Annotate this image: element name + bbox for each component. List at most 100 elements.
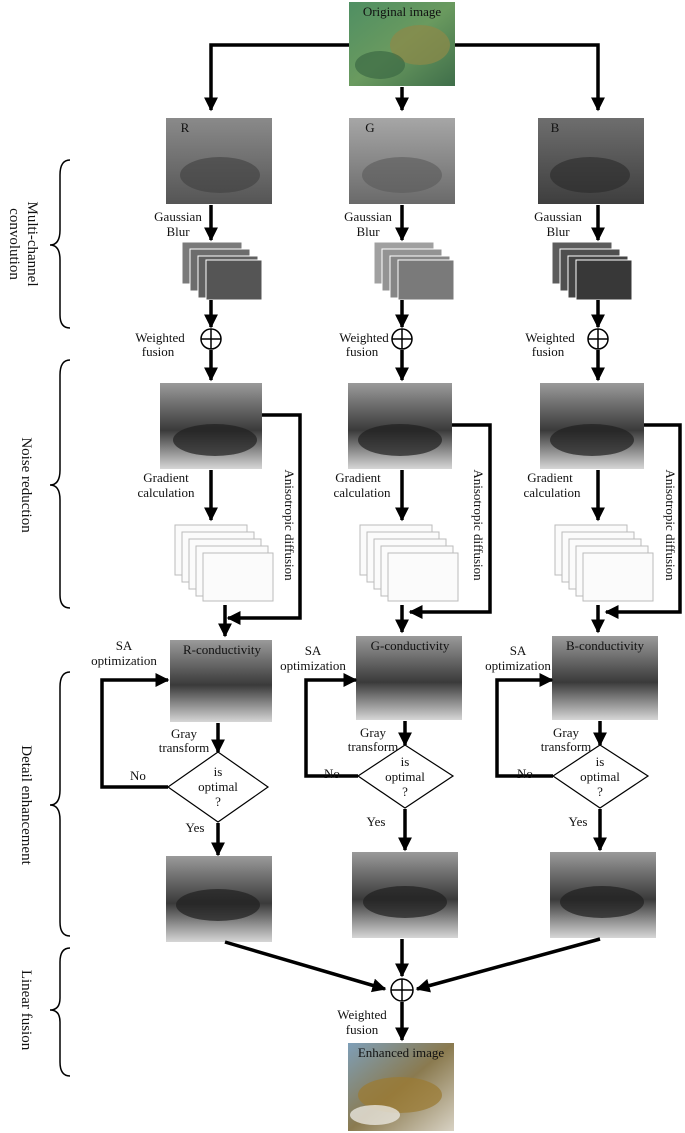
weighted-line2: fusion xyxy=(346,344,379,359)
weighted-line1: Weighted xyxy=(337,1007,387,1022)
channel-image-g: G xyxy=(349,118,455,204)
decision-line2: optimal xyxy=(580,769,620,784)
denoised-image-b xyxy=(540,383,644,469)
original-image: Original image xyxy=(349,2,455,86)
blur-stack-r xyxy=(181,241,263,301)
decision-line1: is xyxy=(401,754,410,769)
gradient-stack-g xyxy=(359,524,459,602)
sa-line1: SA xyxy=(305,643,322,658)
sa-line2: optimization xyxy=(280,658,346,673)
gaussian-blur-label-b: Gaussian Blur xyxy=(534,209,582,239)
conductivity-image-g: G-conductivity xyxy=(356,636,462,720)
channel-label-r: R xyxy=(181,120,190,135)
sa-label-r: SA optimization xyxy=(91,638,157,668)
enhanced-image-label: Enhanced image xyxy=(358,1045,444,1060)
sa-line1: SA xyxy=(116,638,133,653)
decision-diamond-b: is optimal ? xyxy=(551,744,650,809)
gradient-line1: Gradient xyxy=(335,470,381,485)
gradient-line1: Gradient xyxy=(143,470,189,485)
sa-line2: optimization xyxy=(91,653,157,668)
weighted-line2: fusion xyxy=(142,344,175,359)
conductivity-image-r: R-conductivity xyxy=(170,640,272,722)
gray-line2: transform xyxy=(348,739,399,754)
yes-label-g: Yes xyxy=(367,814,386,829)
gradient-label-r: Gradient calculation xyxy=(137,470,195,500)
weighted-fusion-label-g: Weighted fusion xyxy=(339,330,389,359)
gradient-stack-r xyxy=(174,524,274,602)
gaussian-line2: Blur xyxy=(166,224,190,239)
channel-label-b: B xyxy=(551,120,560,135)
gradient-arrows xyxy=(204,470,605,522)
sa-loops xyxy=(100,673,554,789)
sa-line2: optimization xyxy=(485,658,551,673)
decision-line3: ? xyxy=(402,784,408,799)
yes-label-b: Yes xyxy=(569,814,588,829)
conductivity-label-r: R-conductivity xyxy=(183,642,261,657)
channel-image-b: B xyxy=(538,118,644,204)
gaussian-line1: Gaussian xyxy=(154,209,202,224)
no-label-b: No xyxy=(517,766,533,781)
channel-label-g: G xyxy=(365,120,374,135)
linear-fusion-arrows xyxy=(224,937,601,1042)
decision-line3: ? xyxy=(597,784,603,799)
weighted-line1: Weighted xyxy=(525,330,575,345)
conductivity-image-b: B-conductivity xyxy=(552,636,658,720)
weighted-line2: fusion xyxy=(532,344,565,359)
decision-line3: ? xyxy=(215,794,221,809)
gray-line1: Gray xyxy=(360,725,386,740)
decision-line1: is xyxy=(596,754,605,769)
sa-label-b: SA optimization xyxy=(485,643,551,673)
denoised-image-g xyxy=(348,383,452,469)
anisotropic-label-b: Anisotropic diffusion xyxy=(663,469,678,581)
gray-line1: Gray xyxy=(171,726,197,741)
decision-line2: optimal xyxy=(198,779,238,794)
fusion-node-b xyxy=(587,328,609,350)
enhanced-image: Enhanced image xyxy=(348,1043,454,1131)
stage-bracket-multi-channel xyxy=(49,159,71,329)
weighted-fusion-label-r: Weighted fusion xyxy=(135,330,185,359)
stage-label-noise-reduction: Noise reduction xyxy=(18,437,34,533)
gaussian-line1: Gaussian xyxy=(344,209,392,224)
gaussian-blur-label-r: Gaussian Blur xyxy=(154,209,202,239)
stage-label-multi-channel-line1: Multi-channel xyxy=(24,202,40,287)
stage-label-detail-enhancement: Detail enhancement xyxy=(18,745,34,865)
decision-line1: is xyxy=(214,764,223,779)
yes-label-r: Yes xyxy=(186,820,205,835)
stage-bracket-detail-enhancement xyxy=(49,671,71,937)
detail-image-b xyxy=(550,852,656,938)
stage-bracket-linear-fusion xyxy=(49,947,71,1077)
gray-line2: transform xyxy=(541,739,592,754)
yes-arrows xyxy=(211,809,607,857)
weighted-fusion-label-b: Weighted fusion xyxy=(525,330,575,359)
denoised-image-r xyxy=(160,383,262,469)
anisotropic-label-g: Anisotropic diffusion xyxy=(471,469,486,581)
diffusion-paths xyxy=(218,413,682,638)
conductivity-label-g: G-conductivity xyxy=(371,638,450,653)
gaussian-blur-label-g: Gaussian Blur xyxy=(344,209,392,239)
sa-label-g: SA optimization xyxy=(280,643,346,673)
gradient-stack-b xyxy=(554,524,654,602)
final-weighted-fusion-label: Weighted fusion xyxy=(337,1007,387,1037)
fusion-node-r xyxy=(200,328,222,350)
gradient-label-b: Gradient calculation xyxy=(523,470,581,500)
decision-line2: optimal xyxy=(385,769,425,784)
blur-arrows xyxy=(204,205,605,242)
sa-line1: SA xyxy=(510,643,527,658)
weighted-line1: Weighted xyxy=(135,330,185,345)
stage-label-multi-channel-line2: convolution xyxy=(6,208,22,280)
fusion-node-g xyxy=(391,328,413,350)
gradient-line2: calculation xyxy=(333,485,391,500)
final-fusion-node xyxy=(390,978,414,1002)
gradient-line2: calculation xyxy=(137,485,195,500)
decision-diamond-g: is optimal ? xyxy=(356,744,455,809)
no-label-g: No xyxy=(324,766,340,781)
stage-bracket-noise-reduction xyxy=(49,359,71,609)
no-label-r: No xyxy=(130,768,146,783)
gaussian-line2: Blur xyxy=(546,224,570,239)
gaussian-line1: Gaussian xyxy=(534,209,582,224)
gray-line1: Gray xyxy=(553,725,579,740)
gray-transform-label-g: Gray transform xyxy=(348,725,399,754)
gray-line2: transform xyxy=(159,740,210,755)
